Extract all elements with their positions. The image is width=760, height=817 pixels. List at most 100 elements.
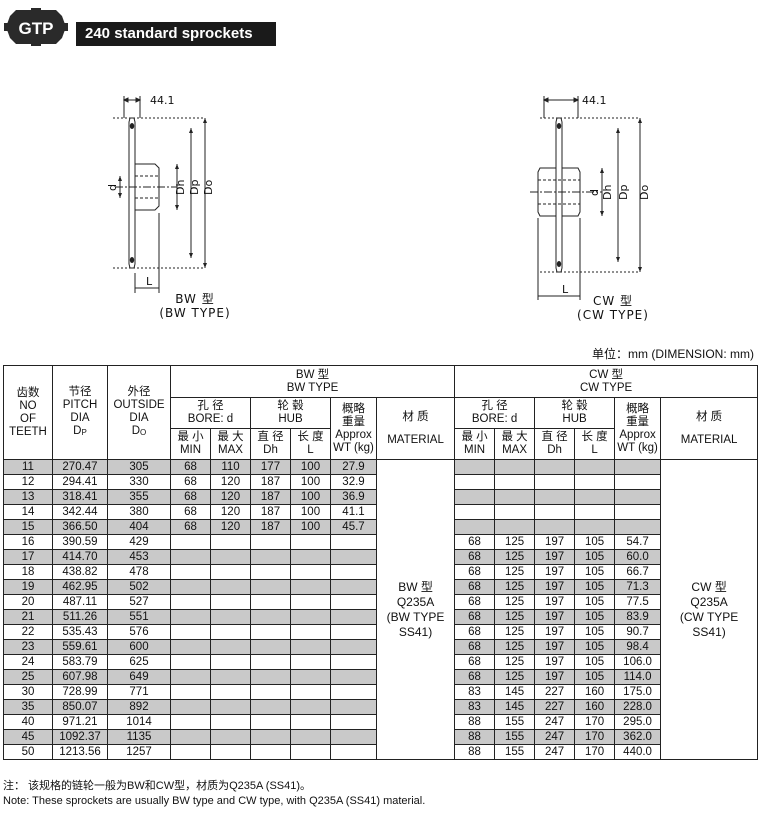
cw-hub-dia-label: Dh (601, 185, 614, 200)
outside-dia-cell: 771 (107, 684, 171, 700)
bw-hub-len-cell (290, 534, 331, 550)
pitch-dia-cell: 270.47 (52, 459, 108, 475)
cw-bore-min-cell: 68 (454, 564, 496, 580)
pitch-dia-cell: 390.59 (52, 534, 108, 550)
bw-type-drawing: 44.1 d Dh Dp Do L (106, 94, 215, 293)
cw-hub-dia-cell: 197 (534, 609, 576, 625)
bw-hub-dia-cell (250, 624, 291, 640)
bw-weight-cell (330, 654, 377, 670)
outside-dia-cell: 625 (107, 654, 171, 670)
cw-bore-max-cell (494, 504, 536, 520)
cw-weight-cell: 98.4 (614, 639, 662, 655)
teeth-cell: 15 (3, 519, 53, 535)
cw-hub-len-cell (574, 504, 616, 520)
bw-hub-len-cell (290, 669, 331, 685)
cw-weight-cell: 66.7 (614, 564, 662, 580)
bw-weight-cell (330, 699, 377, 715)
cw-hub-len-cell: 170 (574, 729, 616, 745)
bw-hub-dia-cell (250, 654, 291, 670)
bw-bore-max-cell (210, 744, 251, 760)
bw-weight-cell (330, 594, 377, 610)
cw-hub-len-cell: 105 (574, 534, 616, 550)
cw-bore-max-cell: 125 (494, 609, 536, 625)
cw-caption-en: (CW TYPE) (577, 308, 649, 322)
cw-weight-cell (614, 504, 662, 520)
bw-bore-min-cell (170, 579, 211, 595)
cw-bore-max-cell: 155 (494, 729, 536, 745)
bw-hub-len-cell (290, 594, 331, 610)
cw-weight-cell: 106.0 (614, 654, 662, 670)
teeth-cell: 20 (3, 594, 53, 610)
pitch-dia-cell: 487.11 (52, 594, 108, 610)
gtp-logo: GTP (4, 8, 68, 46)
header-bw-bore: 孔 径 BORE: d (170, 397, 251, 429)
bw-bore-min-cell: 68 (170, 489, 211, 505)
bw-bore-min-cell (170, 654, 211, 670)
bw-hub-len-cell (290, 624, 331, 640)
bw-weight-cell: 41.1 (330, 504, 377, 520)
bw-bore-min-cell: 68 (170, 519, 211, 535)
bw-hub-dia-cell (250, 684, 291, 700)
pitch-dia-cell: 318.41 (52, 489, 108, 505)
cw-weight-cell: 54.7 (614, 534, 662, 550)
teeth-cell: 40 (3, 714, 53, 730)
cw-hub-len-cell: 105 (574, 639, 616, 655)
sprocket-drawings: 44.1 d Dh Dp Do L BW 型 (BW TYPE) (0, 88, 760, 328)
cw-hub-len-cell (574, 459, 616, 475)
outside-dia-cell: 453 (107, 549, 171, 565)
bw-hub-len-cell (290, 699, 331, 715)
outside-dia-cell: 404 (107, 519, 171, 535)
teeth-cell: 25 (3, 669, 53, 685)
header-pitch-dia: 节径 PITCH DIA DP (52, 365, 108, 460)
page-title: 240 standard sprockets (76, 22, 276, 46)
teeth-cell: 21 (3, 609, 53, 625)
bw-hub-len-cell (290, 654, 331, 670)
bw-hub-dia-cell: 187 (250, 474, 291, 490)
bw-width-dimension: 44.1 (150, 94, 175, 107)
bw-hub-len-cell (290, 609, 331, 625)
outside-dia-cell: 1257 (107, 744, 171, 760)
cw-bore-max-cell: 125 (494, 564, 536, 580)
cw-bore-min-cell: 68 (454, 624, 496, 640)
bw-bore-min-cell: 68 (170, 459, 211, 475)
header-bw-type: BW 型 BW TYPE (169, 365, 456, 398)
bw-weight-cell (330, 729, 377, 745)
pitch-dia-cell: 535.43 (52, 624, 108, 640)
cw-weight-cell: 114.0 (614, 669, 662, 685)
bw-bore-max-cell (210, 714, 251, 730)
cw-bore-max-cell: 125 (494, 669, 536, 685)
cw-bore-max-cell: 145 (494, 684, 536, 700)
cw-width-dimension: 44.1 (582, 94, 607, 107)
teeth-cell: 23 (3, 639, 53, 655)
bw-bore-label: d (106, 184, 119, 191)
cw-bore-max-cell: 145 (494, 699, 536, 715)
bw-hub-len-cell (290, 684, 331, 700)
footnotes: 注： 该规格的链轮一般为BW和CW型，材质为Q235A (SS41)。 Note… (3, 779, 425, 809)
header-bw-material: 材 质 MATERIAL (375, 397, 456, 460)
bw-bore-min-cell (170, 609, 211, 625)
bw-bore-max-cell: 120 (210, 519, 251, 535)
cw-weight-cell (614, 519, 662, 535)
cw-hub-length-label: L (562, 283, 569, 296)
cw-bore-max-cell (494, 474, 536, 490)
bw-weight-cell (330, 534, 377, 550)
bw-hub-len-cell: 100 (290, 519, 331, 535)
page-header: GTP 240 standard sprockets (4, 6, 284, 46)
outside-dia-cell: 305 (107, 459, 171, 475)
cw-weight-cell: 295.0 (614, 714, 662, 730)
pitch-dia-cell: 366.50 (52, 519, 108, 535)
bw-hub-dia-cell: 187 (250, 489, 291, 505)
cw-caption-cn: CW 型 (592, 294, 634, 308)
bw-bore-min-cell (170, 534, 211, 550)
cw-bore-min-cell: 83 (454, 699, 496, 715)
bw-bore-max-cell (210, 609, 251, 625)
cw-hub-dia-cell: 197 (534, 654, 576, 670)
teeth-cell: 16 (3, 534, 53, 550)
bw-bore-max-cell: 110 (210, 459, 251, 475)
cw-bore-min-cell: 68 (454, 579, 496, 595)
